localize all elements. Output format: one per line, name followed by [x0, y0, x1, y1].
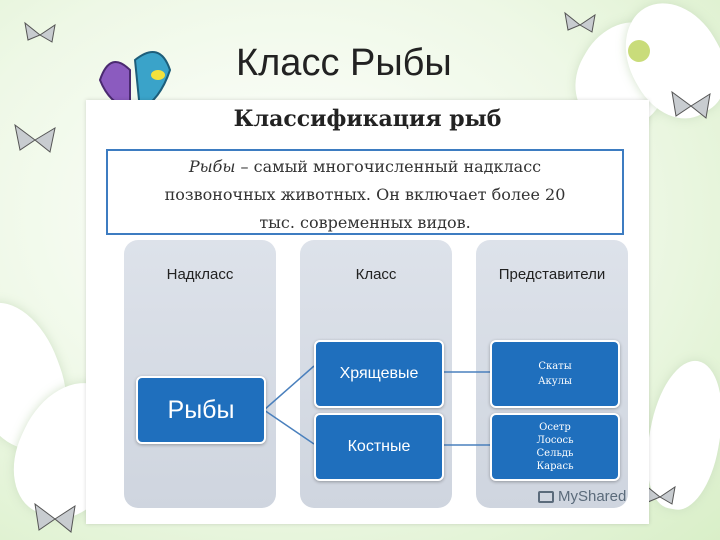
representative-item: Скаты: [538, 361, 572, 372]
representatives-box-cartilaginous: Скаты Акулы: [490, 340, 620, 408]
flower-decoration-right: [637, 355, 720, 540]
root-label: Рыбы: [167, 395, 235, 424]
intro-line-2: позвоночных животных. Он включает более …: [164, 185, 566, 204]
flower-decoration-top-right: [558, 0, 720, 146]
column-label: Надкласс: [166, 266, 234, 283]
class-box-cartilaginous: Хрящевые: [314, 340, 444, 408]
representative-item: Лосось: [536, 435, 574, 446]
small-butterfly-icon: [14, 123, 56, 153]
watermark-text: MyShared: [558, 488, 627, 505]
panel-heading: Классификация рыб: [233, 106, 502, 132]
intro-term: Рыбы: [188, 157, 236, 176]
flower-center-icon: [628, 40, 650, 62]
representative-item: Осетр: [539, 422, 571, 433]
class-label: Костные: [347, 438, 411, 455]
small-butterfly-icon: [671, 90, 711, 119]
intro-line-3: тыс. современных видов.: [259, 213, 471, 232]
column-label: Класс: [355, 266, 397, 283]
intro-line-1: Рыбы – самый многочисленный надкласс: [108, 153, 622, 181]
representative-item: Карась: [536, 461, 574, 472]
intro-rest: – самый многочисленный надкласс: [235, 157, 542, 176]
root-box: Рыбы: [136, 376, 266, 444]
classification-panel: Классификация рыб Рыбы – самый многочисл…: [86, 100, 649, 524]
column-label: Представители: [498, 266, 606, 283]
small-butterfly-icon: [24, 21, 56, 43]
small-butterfly-icon: [34, 502, 76, 533]
small-butterfly-icon: [564, 11, 596, 33]
column-superclass: Надкласс: [124, 240, 276, 508]
connector-lines: [263, 365, 490, 446]
class-box-bony: Костные: [314, 413, 444, 481]
representatives-box-bony: Осетр Лосось Сельдь Карась: [490, 413, 620, 481]
intro-box: Рыбы – самый многочисленный надкласс поз…: [106, 149, 624, 235]
representative-item: Акулы: [537, 376, 573, 387]
connector-root-to-bony: [263, 409, 315, 445]
projector-icon: [538, 491, 554, 504]
connector-root-to-cartilaginous: [263, 365, 315, 411]
representative-item: Сельдь: [536, 448, 574, 459]
watermark: MyShared: [538, 488, 626, 505]
slide-title: Класс Рыбы: [236, 42, 452, 84]
class-label: Хрящевые: [339, 365, 419, 382]
